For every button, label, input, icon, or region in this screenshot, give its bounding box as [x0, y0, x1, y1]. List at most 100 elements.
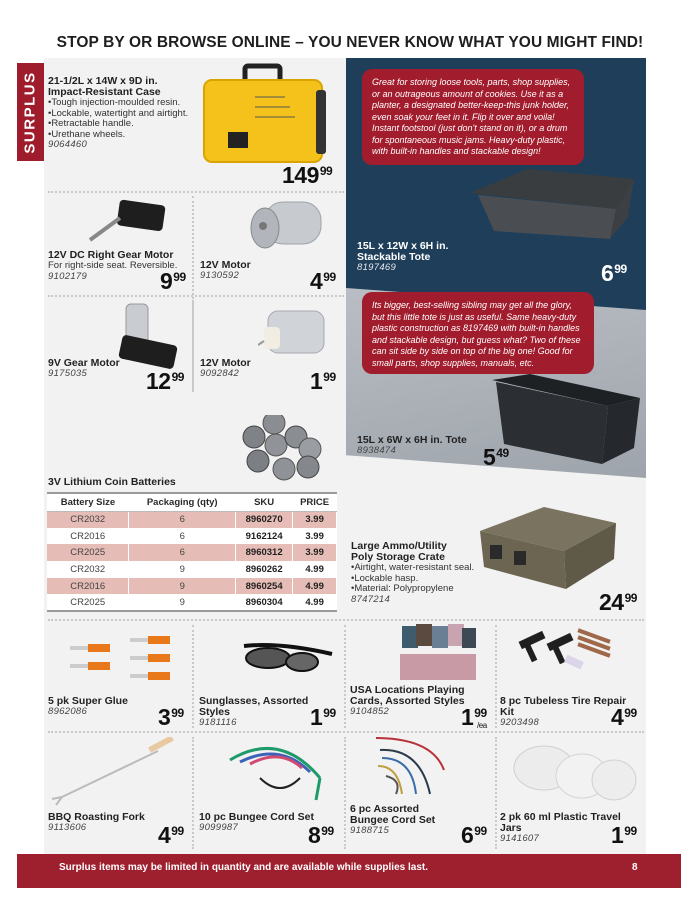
product-bungee-6[interactable]: 6 pc Assorted Bungee Cord Set 9188715: [350, 804, 490, 836]
product-sku: 9113606: [48, 822, 87, 833]
column-header: Packaging (qty): [128, 493, 236, 512]
sunglasses-image: [243, 643, 333, 672]
product-price: 14999: [282, 162, 333, 188]
product-price: 999: [160, 268, 186, 294]
product-price: 549: [483, 444, 509, 470]
section-tab: SURPLUS: [17, 63, 44, 161]
product-travel-jars[interactable]: 2 pk 60 ml Plastic Travel Jars 9141607: [500, 812, 640, 844]
product-desc: For right-side seat. Reversible.: [48, 260, 178, 271]
cell-qty: 9: [128, 577, 237, 595]
cell-size: CR2025: [47, 544, 130, 562]
cell-price: 4.99: [292, 561, 337, 578]
cell-sku: 8960262: [235, 561, 294, 578]
page-number: 8: [632, 862, 638, 873]
product-12v-motor-a[interactable]: 12V Motor 9130592: [200, 260, 320, 281]
travel-jars-image: [513, 745, 637, 801]
cell-sku: 8960270: [235, 511, 294, 528]
product-title: Poly Storage Crate: [351, 551, 445, 563]
product-9v-gear-motor[interactable]: 9V Gear Motor 9175035: [48, 358, 168, 379]
product-title: 15L x 12W x 6H in.: [357, 240, 449, 252]
super-glue-image: [70, 636, 170, 680]
divider: [48, 191, 344, 193]
bbq-fork-image: [51, 737, 174, 806]
product-title: 8 pc Tubeless Tire Repair Kit: [500, 695, 627, 718]
product-small-tote[interactable]: 15L x 6W x 6H in. Tote 8938474: [357, 435, 497, 456]
product-price: 199: [611, 822, 637, 848]
product-sku: 9102179: [48, 270, 88, 282]
cell-size: CR2016: [47, 577, 130, 595]
product-bullet: •Lockable, watertight and airtight.: [48, 107, 189, 119]
product-sku: 8962086: [48, 706, 88, 717]
product-sku: 9181116: [199, 717, 237, 728]
divider: [344, 625, 346, 728]
cell-sku: 9162124: [235, 527, 294, 545]
product-price: 399: [158, 704, 184, 730]
product-tire-repair-kit[interactable]: 8 pc Tubeless Tire Repair Kit 9203498: [500, 696, 640, 728]
product-sku: 9188715: [350, 825, 390, 836]
divider: [48, 619, 644, 621]
divider: [192, 300, 194, 392]
product-title: BBQ Roasting Fork: [48, 811, 145, 823]
cell-size: CR2032: [47, 511, 130, 528]
product-price: 499: [611, 704, 637, 730]
product-title: Bungee Cord Set: [350, 814, 436, 826]
cell-size: CR2032: [47, 561, 130, 578]
product-sku: 9175035: [48, 368, 88, 379]
product-bullet: •Tough injection-moulded resin.: [48, 97, 181, 108]
product-impact-case[interactable]: 21-1/2L x 14W x 9D in. Impact-Resistant …: [48, 76, 218, 150]
product-price: 499: [158, 822, 184, 848]
product-price: 1299: [146, 368, 184, 394]
product-ammo-crate[interactable]: Large Ammo/Utility Poly Storage Crate •A…: [351, 541, 501, 605]
product-sku: 9130592: [200, 270, 240, 281]
cell-sku: 8960254: [235, 577, 294, 595]
product-sku: 9064460: [48, 139, 88, 150]
tote-large-blurb: Great for storing loose tools, parts, sh…: [362, 69, 584, 165]
cell-size: CR2025: [47, 594, 130, 612]
product-title: 5 pk Super Glue: [48, 695, 128, 707]
divider: [344, 737, 346, 849]
battery-table-title: 3V Lithium Coin Batteries: [48, 476, 176, 488]
product-12v-motor-b[interactable]: 12V Motor 9092842: [200, 358, 320, 379]
product-bbq-fork[interactable]: BBQ Roasting Fork 9113606: [48, 812, 188, 833]
cell-price: 4.99: [292, 577, 337, 595]
footer-note: Surplus items may be limited in quantity…: [59, 862, 428, 873]
divider: [48, 295, 344, 297]
column-header: Battery Size: [47, 493, 129, 512]
tote-large-image: [470, 169, 634, 239]
cell-qty: 6: [128, 544, 237, 562]
product-stackable-tote[interactable]: 15L x 12W x 6H in. Stackable Tote 819746…: [357, 241, 497, 273]
product-title: USA Locations Playing: [350, 684, 465, 696]
cell-qty: 9: [128, 594, 237, 612]
divider: [495, 737, 497, 849]
tote-small-image: [492, 374, 640, 464]
product-sku: 8747214: [351, 593, 391, 605]
product-title: 12V DC Right Gear Motor: [48, 249, 174, 261]
bungee-cord-10-image: [229, 746, 322, 801]
product-playing-cards[interactable]: USA Locations Playing Cards, Assorted St…: [350, 685, 490, 717]
product-12v-gear-motor[interactable]: 12V DC Right Gear Motor For right-side s…: [48, 250, 188, 282]
product-bungee-10[interactable]: 10 pc Bungee Cord Set 9099987: [199, 812, 339, 833]
product-super-glue[interactable]: 5 pk Super Glue 8962086: [48, 696, 188, 717]
product-title: 15L x 6W x 6H in. Tote: [357, 434, 467, 446]
product-title: Cards, Assorted Styles: [350, 695, 465, 707]
table-header-row: Battery Size Packaging (qty) SKU PRICE: [47, 493, 337, 512]
product-bullet: •Retractable handle.: [48, 118, 134, 129]
ammo-crate-image: [480, 507, 616, 589]
product-title: 2 pk 60 ml Plastic Travel Jars: [500, 811, 621, 834]
divider: [192, 625, 194, 728]
table-row: CR2025 6 8960312 3.99: [47, 544, 337, 562]
product-sku: 9203498: [500, 717, 540, 728]
cell-price: 3.99: [292, 511, 337, 528]
product-sku: 9092842: [200, 368, 240, 379]
product-sunglasses[interactable]: Sunglasses, Assorted Styles 9181116: [199, 696, 339, 728]
product-bullet: •Urethane wheels.: [48, 128, 126, 140]
divider: [192, 196, 194, 391]
cell-price: 3.99: [292, 544, 337, 562]
table-row: CR2016 9 8960254 4.99: [47, 577, 337, 595]
table-row: CR2032 9 8960262 4.99: [47, 561, 337, 578]
product-sku: 9104852: [350, 706, 390, 717]
playing-cards-image: [400, 624, 476, 680]
product-bullet: •Airtight, water-resistant seal.: [351, 562, 475, 573]
product-sku: 8938474: [357, 445, 397, 456]
product-title: 9V Gear Motor: [48, 357, 120, 369]
